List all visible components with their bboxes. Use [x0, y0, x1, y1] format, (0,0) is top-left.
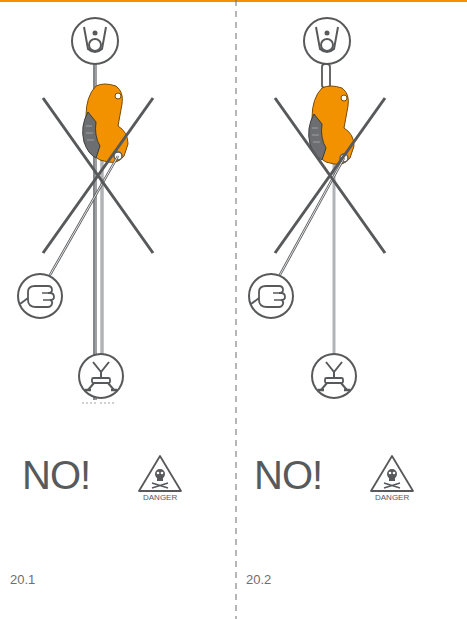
danger-label: DANGER	[375, 494, 409, 502]
figure-number: 20.1	[10, 573, 35, 586]
panel-20-1	[18, 18, 181, 491]
danger-label: DANGER	[143, 494, 177, 502]
panel-20-2	[249, 18, 413, 491]
figure-number: 20.2	[246, 573, 271, 586]
warning-word: NO!	[254, 455, 322, 495]
warning-word: NO!	[22, 455, 90, 495]
